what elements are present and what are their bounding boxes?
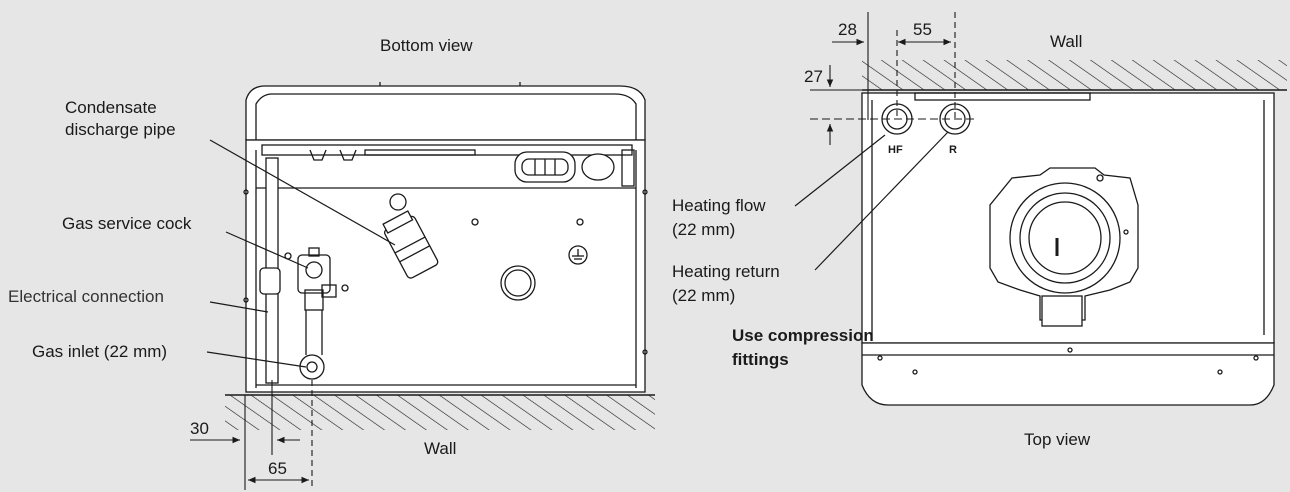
heating-flow-line2: (22 mm) (672, 220, 736, 239)
dimension-65: 65 (268, 459, 287, 478)
bottom-view-drawing (225, 82, 655, 430)
electrical-label: Electrical connection (8, 287, 164, 306)
bottom-view-title: Bottom view (380, 36, 473, 55)
condensate-label-line1: Condensate (65, 98, 157, 117)
dimension-55: 55 (913, 20, 932, 39)
heating-flow-line1: Heating flow (672, 196, 766, 215)
heating-return-line2: (22 mm) (672, 286, 736, 305)
heating-return-line1: Heating return (672, 262, 780, 281)
top-wall-label: Wall (1050, 32, 1083, 51)
bottom-wall-label: Wall (424, 439, 457, 458)
bottom-leaders (206, 139, 396, 368)
condensate-label-line2: discharge pipe (65, 120, 176, 139)
dimension-27: 27 (804, 67, 823, 86)
bottom-wall-hatch (225, 395, 655, 430)
gas-service-cock-body (297, 254, 331, 294)
condensate-pipe-drawing (382, 210, 439, 279)
flue-outlet (500, 265, 536, 301)
top-view-drawing (861, 60, 1287, 406)
dimension-30: 30 (190, 419, 209, 438)
gas-cock-label: Gas service cock (62, 214, 192, 233)
top-wall-hatch (862, 60, 1287, 90)
dimension-28: 28 (838, 20, 857, 39)
compression-note-line1: Use compression (732, 326, 874, 345)
top-leaders (794, 131, 949, 271)
gas-inlet-label: Gas inlet (22 mm) (32, 342, 168, 361)
hf-label: HF (888, 144, 903, 156)
r-label: R (949, 144, 957, 156)
bottom-dimensions (190, 380, 313, 490)
top-view-title: Top view (1024, 430, 1091, 449)
compression-note-line2: fittings (732, 350, 789, 369)
top-front-skirt (861, 342, 1275, 406)
top-dimensions (810, 12, 975, 145)
gas-inlet-circle (299, 354, 325, 380)
boiler-cover (245, 85, 646, 141)
